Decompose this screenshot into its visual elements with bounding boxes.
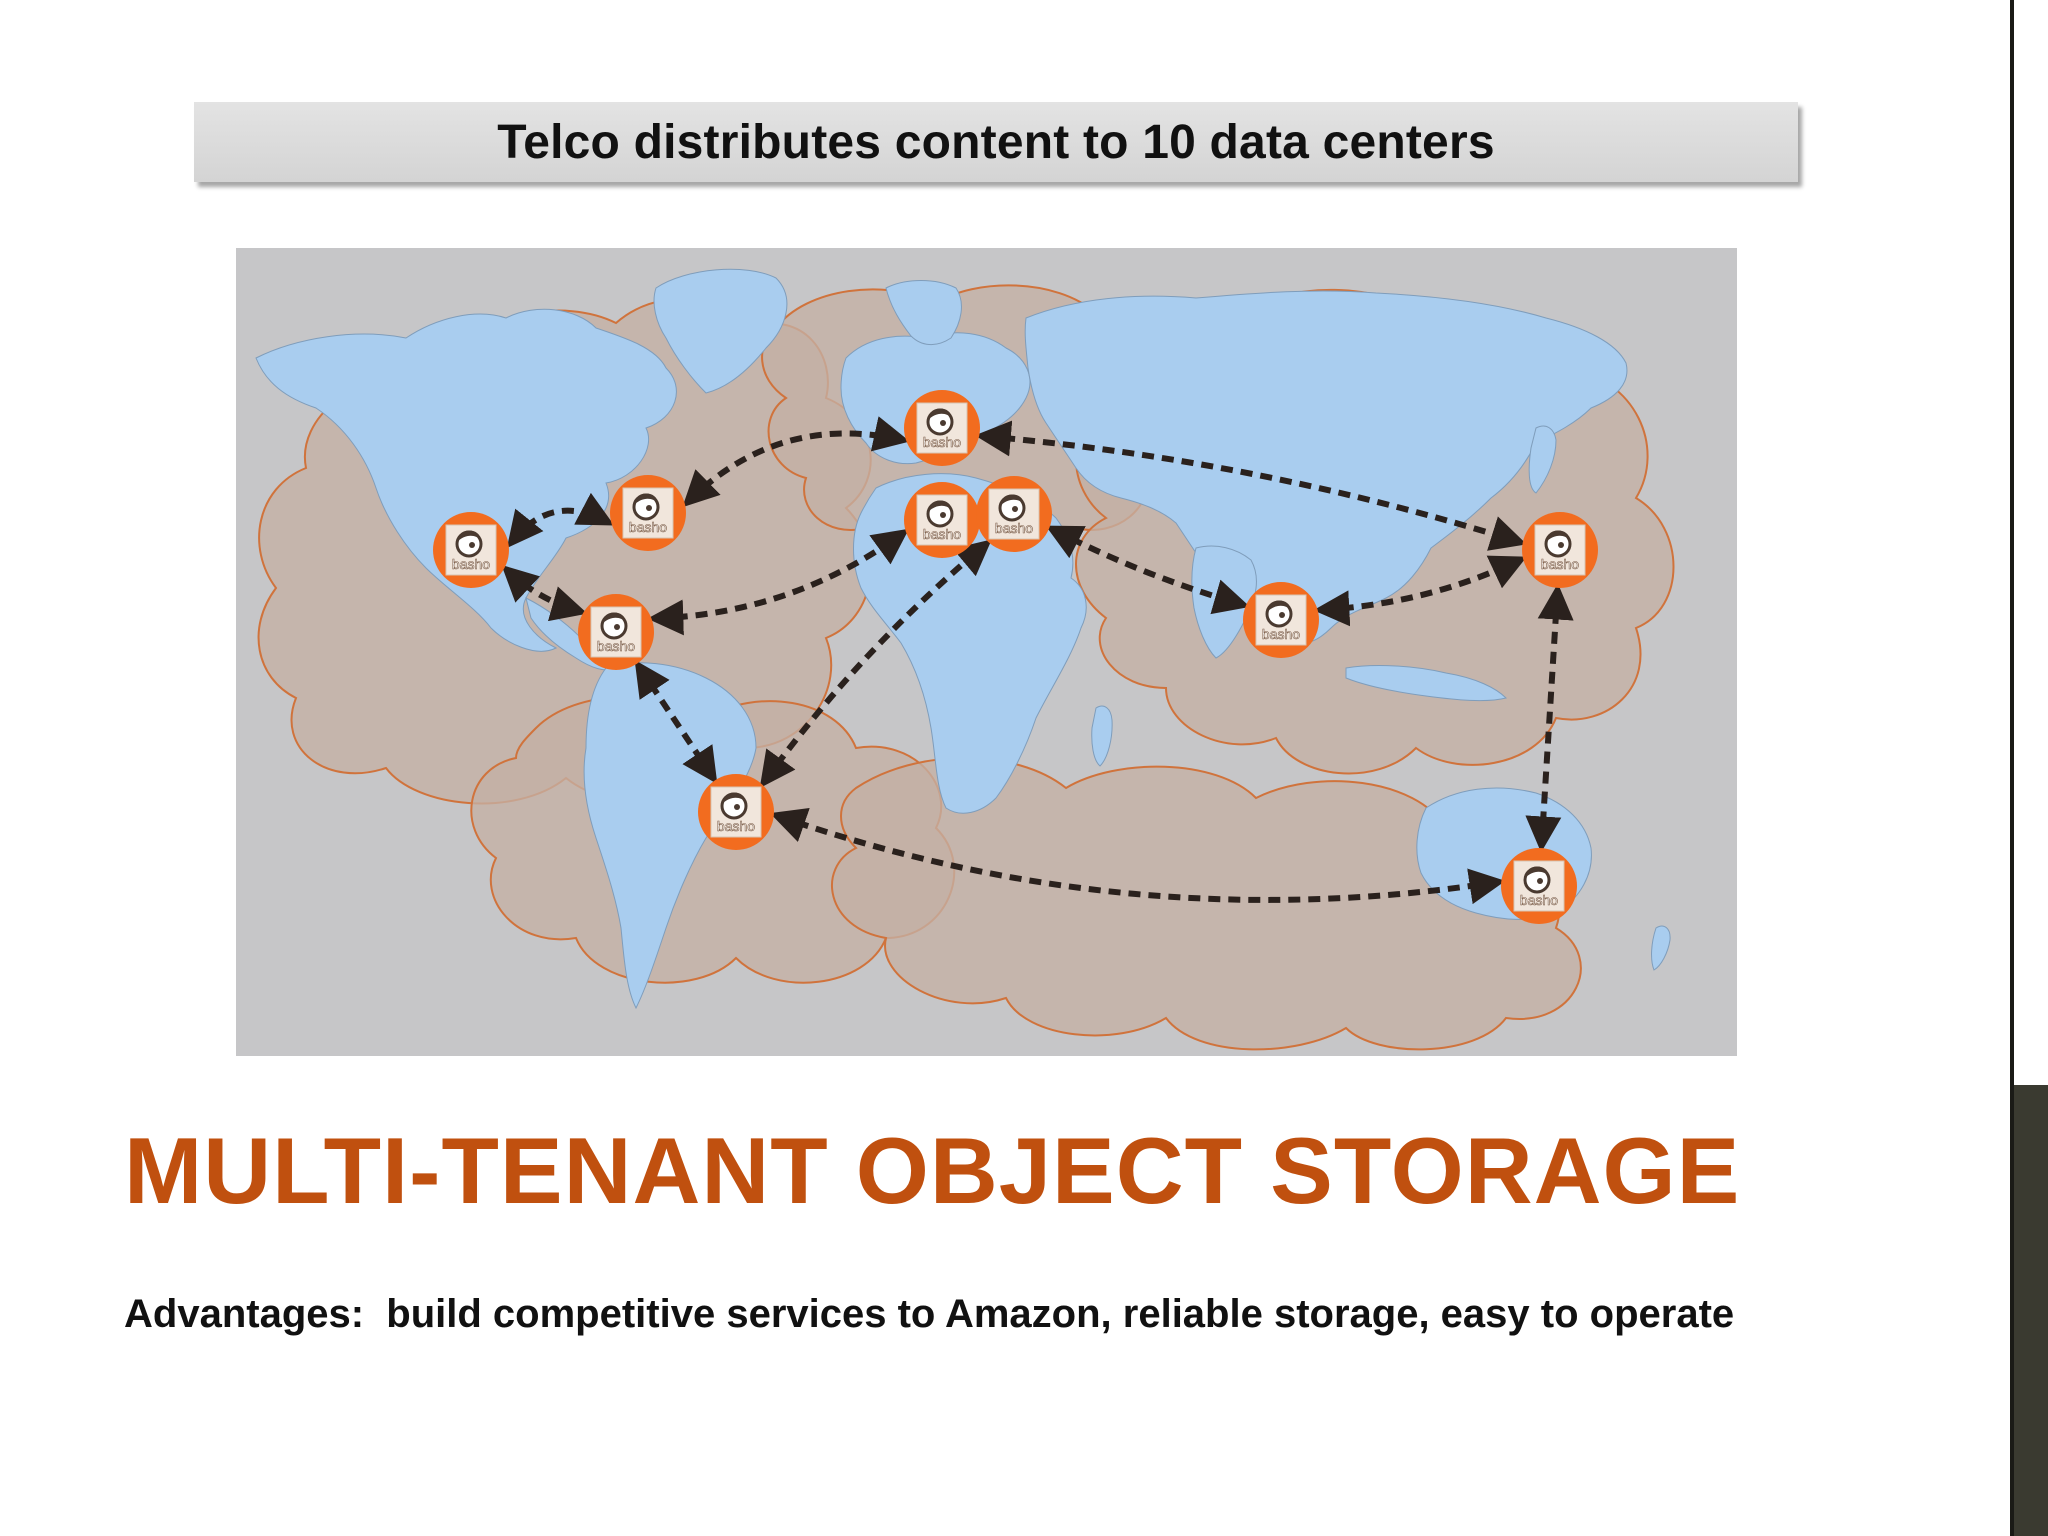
slide-title: MULTI-TENANT OBJECT STORAGE bbox=[124, 1118, 1741, 1223]
side-bar-bottom bbox=[2014, 1085, 2048, 1536]
node-label: basho bbox=[717, 818, 755, 834]
node-label: basho bbox=[923, 526, 961, 542]
data-center-india: basho bbox=[1243, 582, 1319, 658]
header-text: Telco distributes content to 10 data cen… bbox=[497, 115, 1495, 169]
basho-logo-icon: basho bbox=[916, 494, 968, 546]
slide-edge bbox=[2010, 0, 2014, 1536]
data-center-japan: basho bbox=[1522, 512, 1598, 588]
link-central-europe-india bbox=[1045, 525, 1251, 615]
link-india-japan bbox=[1313, 555, 1527, 627]
data-center-nodes: basho basho basho basho basho basho basho basho… bbox=[433, 390, 1598, 924]
node-label: basho bbox=[1262, 626, 1300, 642]
link-japan-australia bbox=[1525, 583, 1574, 853]
link-scandinavia-japan bbox=[974, 420, 1527, 551]
data-center-us-east: basho bbox=[610, 475, 686, 551]
node-label: basho bbox=[597, 638, 635, 654]
link-brazil-central-europe bbox=[759, 539, 992, 789]
data-center-western-europe: basho bbox=[904, 482, 980, 558]
basho-logo-icon: basho bbox=[710, 786, 762, 838]
side-bar-top bbox=[2014, 0, 2048, 1085]
data-center-mexico: basho bbox=[578, 594, 654, 670]
data-center-central-europe: basho bbox=[976, 476, 1052, 552]
japan bbox=[1528, 425, 1557, 494]
basho-logo-icon: basho bbox=[590, 606, 642, 658]
data-center-brazil: basho bbox=[698, 774, 774, 850]
node-label: basho bbox=[923, 434, 961, 450]
node-label: basho bbox=[1520, 892, 1558, 908]
world-map: basho basho basho basho basho basho basho basho… bbox=[236, 248, 1737, 1056]
link-us-east-scandinavia bbox=[682, 416, 910, 508]
new-zealand bbox=[1651, 925, 1671, 971]
data-center-australia: basho bbox=[1501, 848, 1577, 924]
basho-logo-icon: basho bbox=[1255, 594, 1307, 646]
header-banner: Telco distributes content to 10 data cen… bbox=[194, 102, 1798, 182]
basho-logo-icon: basho bbox=[1513, 860, 1565, 912]
advantages-text: Advantages: build competitive services t… bbox=[124, 1292, 1735, 1336]
basho-logo-icon: basho bbox=[1534, 524, 1586, 576]
node-label: basho bbox=[452, 556, 490, 572]
basho-logo-icon: basho bbox=[988, 488, 1040, 540]
link-brazil-mexico bbox=[634, 659, 718, 785]
basho-logo-icon: basho bbox=[622, 487, 674, 539]
node-label: basho bbox=[995, 520, 1033, 536]
basho-logo-icon: basho bbox=[916, 402, 968, 454]
data-center-us-west: basho bbox=[433, 512, 509, 588]
data-center-scandinavia: basho bbox=[904, 390, 980, 466]
greenland bbox=[653, 268, 788, 394]
node-label: basho bbox=[1541, 556, 1579, 572]
link-brazil-australia bbox=[769, 807, 1506, 905]
world-map-svg: basho basho basho basho basho basho basho basho… bbox=[236, 248, 1737, 1056]
node-label: basho bbox=[629, 519, 667, 535]
link-us-west-mexico bbox=[501, 564, 588, 622]
basho-logo-icon: basho bbox=[445, 524, 497, 576]
scandinavia bbox=[885, 280, 962, 345]
connection-arrows bbox=[501, 416, 1574, 905]
madagascar bbox=[1091, 705, 1113, 767]
indonesia bbox=[1345, 665, 1507, 702]
